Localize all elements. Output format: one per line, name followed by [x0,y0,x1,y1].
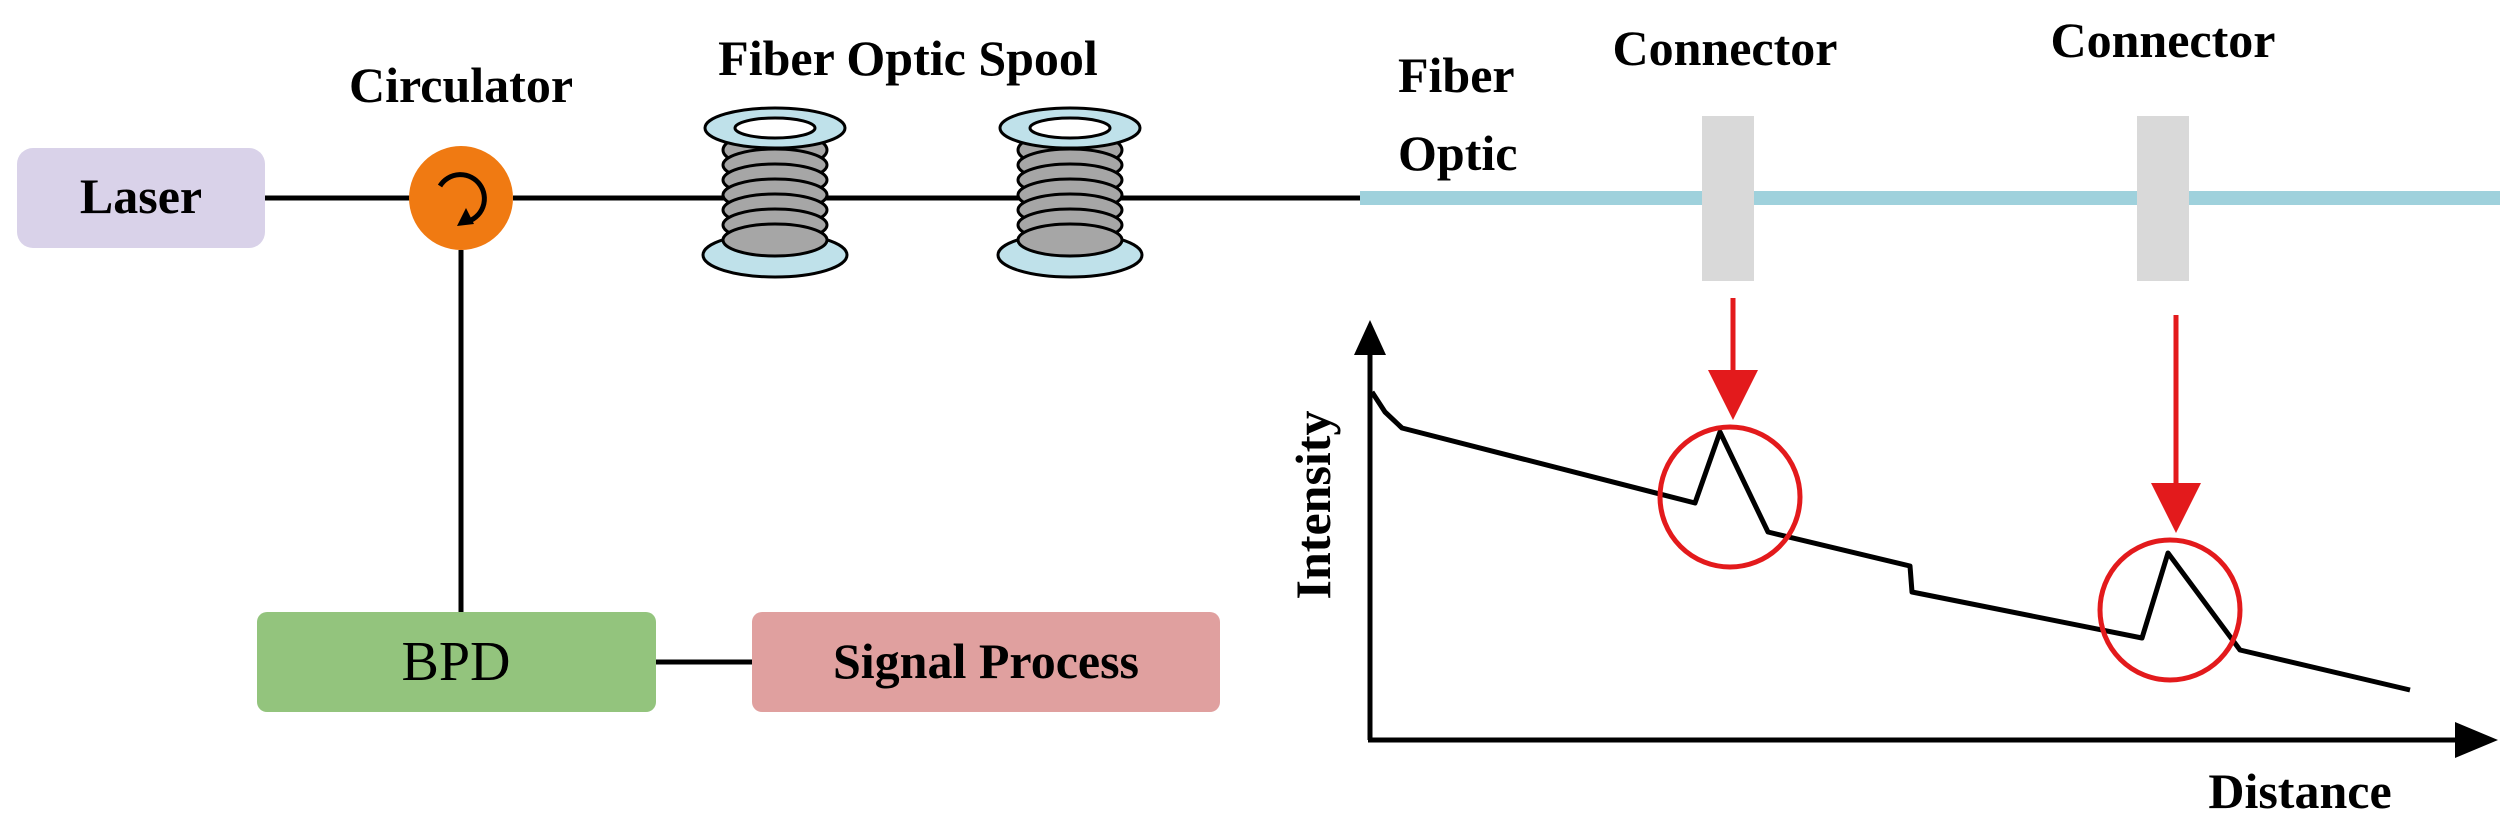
x-axis-label: Distance [2208,763,2391,819]
circulator [409,146,513,250]
reflection-peak-1-circle [1657,424,1803,570]
connector-1-label: Connector [1613,20,1838,76]
bpd-box [257,612,656,712]
connector-1 [1702,116,1754,281]
fiber-spool-1 [701,106,849,279]
reflection-peak-2-circle [2097,537,2243,683]
laser-label: Laser [80,168,202,224]
circulator-rotation-icon [437,172,487,225]
fiber-spool-2 [996,106,1144,279]
circulator-label: Circulator [349,57,573,113]
fiber-optic-label-line2: Optic [1398,125,1517,181]
connector-2-label: Connector [2051,12,2276,68]
y-axis-arrowhead [1354,320,1386,355]
signal-process-label: Signal Process [833,633,1139,689]
x-axis-arrowhead [2455,722,2498,758]
spool-label: Fiber Optic Spool [718,30,1098,86]
connector-2 [2137,116,2189,281]
fiber-optic-label-line1: Fiber [1398,47,1515,103]
laser-box [17,148,265,248]
bpd-label: BPD [402,631,511,693]
y-axis-label: Intensity [1285,411,1341,600]
signal-process-box [752,612,1220,712]
otdr-trace [1369,390,2411,693]
